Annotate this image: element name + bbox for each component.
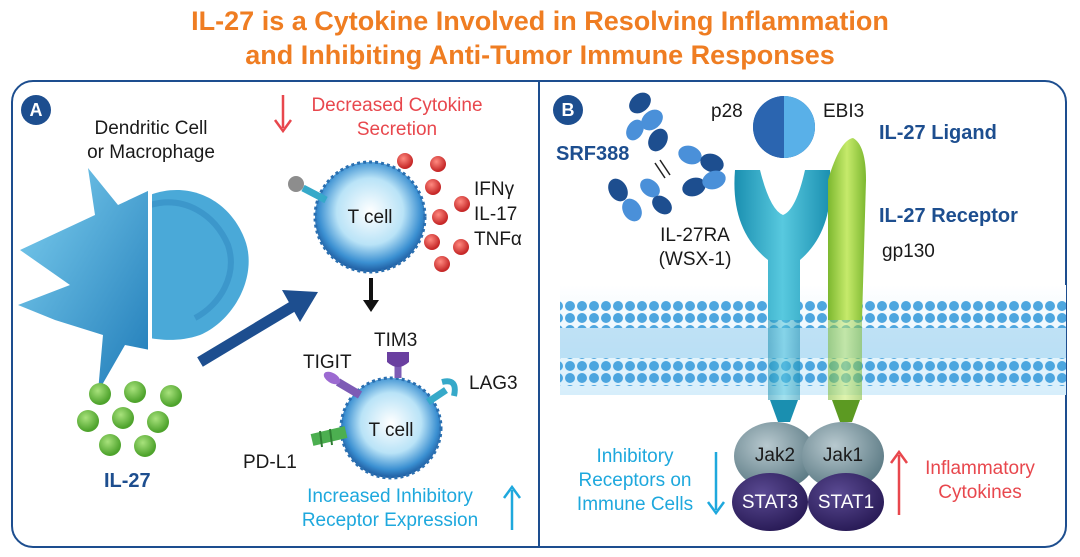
pdl1-receptor bbox=[310, 426, 348, 448]
macrophage-label: or Macrophage bbox=[87, 142, 215, 163]
stat3-label: STAT3 bbox=[741, 492, 799, 513]
il27-receptor-label: IL-27 Receptor bbox=[879, 205, 1018, 227]
cytokine-il17: IL-17 bbox=[474, 204, 518, 225]
inflammatory-label-line1: Inflammatory bbox=[925, 458, 1035, 479]
t-cell-bottom-label: T cell bbox=[368, 420, 414, 441]
tigit-receptor bbox=[323, 371, 363, 399]
inhibitory-down-arrow bbox=[706, 452, 726, 516]
jak2-label: Jak2 bbox=[754, 445, 796, 466]
decreased-label-line2: Secretion bbox=[356, 119, 438, 140]
inflammatory-label-line2: Cytokines bbox=[938, 482, 1022, 503]
lag3-label: LAG3 bbox=[469, 373, 518, 394]
jak-stat-complex bbox=[732, 422, 884, 531]
il27ra-label-line1: IL-27RA bbox=[660, 225, 730, 246]
dendritic-cell-label: Dendritic Cell bbox=[94, 118, 208, 139]
il27-label: IL-27 bbox=[104, 470, 151, 492]
increased-label-line2: Receptor Expression bbox=[301, 510, 479, 531]
figure-title-line1: IL-27 is a Cytokine Involved in Resolvin… bbox=[191, 6, 889, 36]
srf388-antibody bbox=[608, 92, 726, 222]
il27-ligand-sphere bbox=[753, 96, 815, 158]
inhibitory-label-line2: Receptors on bbox=[578, 470, 692, 491]
inhibitory-label-line3: Immune Cells bbox=[576, 494, 694, 515]
panel-divider bbox=[538, 80, 540, 548]
panel-b-badge: B bbox=[553, 95, 583, 125]
lag3-receptor bbox=[426, 378, 458, 405]
decreased-label-line1: Decreased Cytokine bbox=[311, 95, 483, 116]
decreased-arrow bbox=[273, 95, 293, 134]
signal-arrow bbox=[197, 290, 318, 367]
dendritic-cell-illustration bbox=[18, 168, 249, 392]
inflammatory-up-arrow bbox=[889, 449, 909, 515]
gp130-receptor bbox=[828, 138, 866, 422]
t-cell-top bbox=[288, 160, 427, 274]
increased-label-line1: Increased Inhibitory bbox=[307, 486, 473, 507]
tigit-label: TIGIT bbox=[303, 352, 352, 373]
il27-ligand-label: IL-27 Ligand bbox=[879, 122, 997, 144]
il27ra-label-line2: (WSX-1) bbox=[658, 249, 732, 270]
tcell-transition-arrow bbox=[363, 278, 379, 312]
tim3-label: TIM3 bbox=[374, 330, 418, 351]
stat1-label: STAT1 bbox=[817, 492, 875, 513]
il27-dots bbox=[77, 381, 182, 457]
cell-membrane bbox=[560, 285, 1066, 395]
tim3-receptor bbox=[387, 352, 409, 378]
pdl1-label: PD-L1 bbox=[243, 452, 297, 473]
panel-a-badge: A bbox=[21, 95, 51, 125]
cytokine-ifng: IFNγ bbox=[474, 179, 515, 200]
p28-label: p28 bbox=[711, 101, 743, 122]
il27ra-receptor bbox=[734, 170, 831, 422]
inhibitory-label-line1: Inhibitory bbox=[596, 446, 674, 467]
ebi3-label: EBI3 bbox=[823, 101, 865, 122]
cytokine-dots bbox=[397, 153, 470, 272]
jak1-label: Jak1 bbox=[822, 445, 864, 466]
figure-title-line2: and Inhibiting Anti-Tumor Immune Respons… bbox=[245, 40, 835, 70]
increased-arrow bbox=[502, 484, 522, 530]
srf388-label: SRF388 bbox=[556, 143, 630, 165]
gp130-label: gp130 bbox=[882, 241, 935, 262]
t-cell-top-label: T cell bbox=[347, 207, 393, 228]
cytokine-tnfa: TNFα bbox=[474, 229, 522, 250]
